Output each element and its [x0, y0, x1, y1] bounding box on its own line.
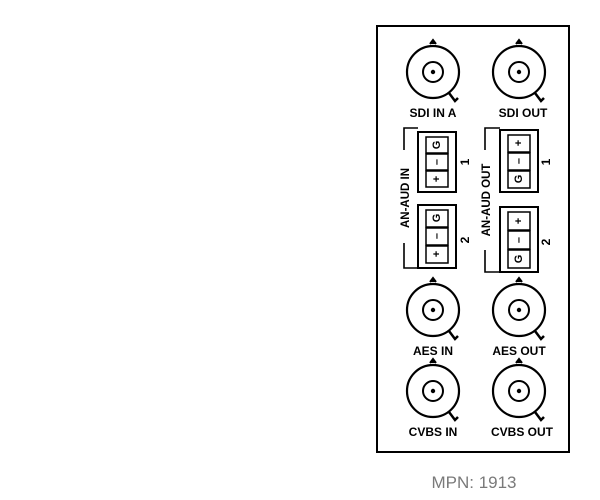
mpn-label: MPN: 1913	[431, 473, 516, 492]
terminal-block-audio-out-2	[499, 206, 539, 273]
sdi-in-a-label: SDI IN A	[410, 106, 457, 120]
audio-in-1-pin-2: –	[431, 159, 443, 165]
terminal-block-audio-in-2	[417, 204, 457, 269]
cvbs-in-label: CVBS IN	[409, 425, 458, 439]
audio-in-2-pin-1: G	[431, 214, 443, 223]
audio-out-2-number: 2	[539, 238, 553, 245]
bnc-connector-sdi-out	[491, 38, 547, 103]
audio-in-1-pin-1: G	[431, 141, 443, 150]
audio-in-2-number: 2	[458, 236, 472, 243]
audio-in-2-pin-2: –	[431, 233, 443, 239]
audio-in-1-number: 1	[458, 158, 472, 165]
bnc-connector-aes-out	[491, 276, 547, 341]
audio-in-1-pin-3: +	[431, 176, 443, 182]
cvbs-out-label: CVBS OUT	[491, 425, 554, 439]
audio-in-label: AN-AUD IN	[400, 168, 412, 228]
audio-out-1-number: 1	[539, 158, 553, 165]
audio-out-2-pin-3: G	[513, 255, 525, 264]
bnc-connector-aes-in	[405, 276, 461, 341]
aes-in-label: AES IN	[413, 344, 453, 358]
terminal-block-audio-in-1	[417, 131, 457, 193]
bnc-connector-cvbs-in	[405, 357, 461, 422]
audio-out-label: AN-AUD OUT	[481, 164, 493, 237]
audio-out-1-pin-2: –	[513, 158, 525, 164]
aes-out-label: AES OUT	[492, 344, 546, 358]
bnc-connector-cvbs-out	[491, 357, 547, 422]
audio-in-2-pin-3: +	[431, 251, 443, 257]
sdi-out-label: SDI OUT	[499, 106, 548, 120]
audio-in-bracket	[403, 127, 418, 269]
audio-out-1-pin-1: +	[513, 140, 525, 146]
bnc-connector-sdi-in-a	[405, 38, 461, 103]
audio-out-2-pin-1: +	[513, 218, 525, 224]
audio-out-2-pin-2: –	[513, 237, 525, 243]
audio-out-bracket	[484, 127, 500, 273]
terminal-block-audio-out-1	[499, 129, 539, 193]
audio-out-1-pin-3: G	[513, 175, 525, 184]
